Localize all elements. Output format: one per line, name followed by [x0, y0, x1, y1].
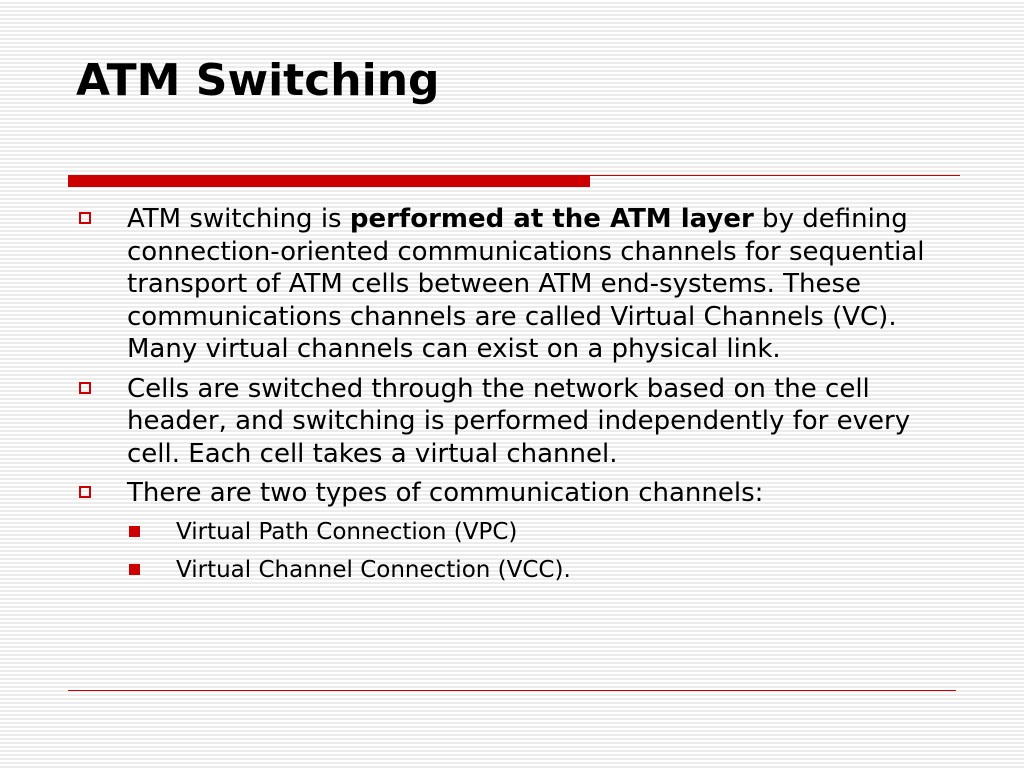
bullet-text: Cells are switched through the network b…: [127, 373, 911, 469]
filled-square-bullet-icon: [129, 563, 140, 575]
bullet-text-lead: ATM switching is: [127, 204, 350, 234]
bullet-text-rest: by defining connection-oriented communic…: [127, 204, 925, 364]
title-underline-thick: [68, 175, 590, 187]
hollow-square-bullet-icon: [79, 212, 91, 224]
bullet-text-emphasis: performed at the ATM layer: [349, 204, 754, 234]
bullet-item: Cells are switched through the network b…: [76, 373, 956, 471]
filled-square-bullet-icon: [129, 525, 140, 537]
sub-bullet-item: Virtual Channel Connection (VCC).: [76, 555, 956, 585]
slide-title: ATM Switching: [76, 55, 440, 106]
sub-bullet-text: Virtual Channel Connection (VCC).: [176, 556, 571, 583]
bullet-list: ATM switching is performed at the ATM la…: [76, 203, 956, 593]
sub-bullet-text: Virtual Path Connection (VPC): [176, 518, 518, 545]
bullet-item: There are two types of communication cha…: [76, 477, 956, 510]
sub-bullet-item: Virtual Path Connection (VPC): [76, 517, 956, 547]
footer-rule: [68, 690, 956, 691]
bullet-item: ATM switching is performed at the ATM la…: [76, 203, 956, 366]
hollow-square-bullet-icon: [79, 381, 91, 394]
hollow-square-bullet-icon: [79, 486, 91, 498]
bullet-text: There are two types of communication cha…: [127, 478, 764, 508]
